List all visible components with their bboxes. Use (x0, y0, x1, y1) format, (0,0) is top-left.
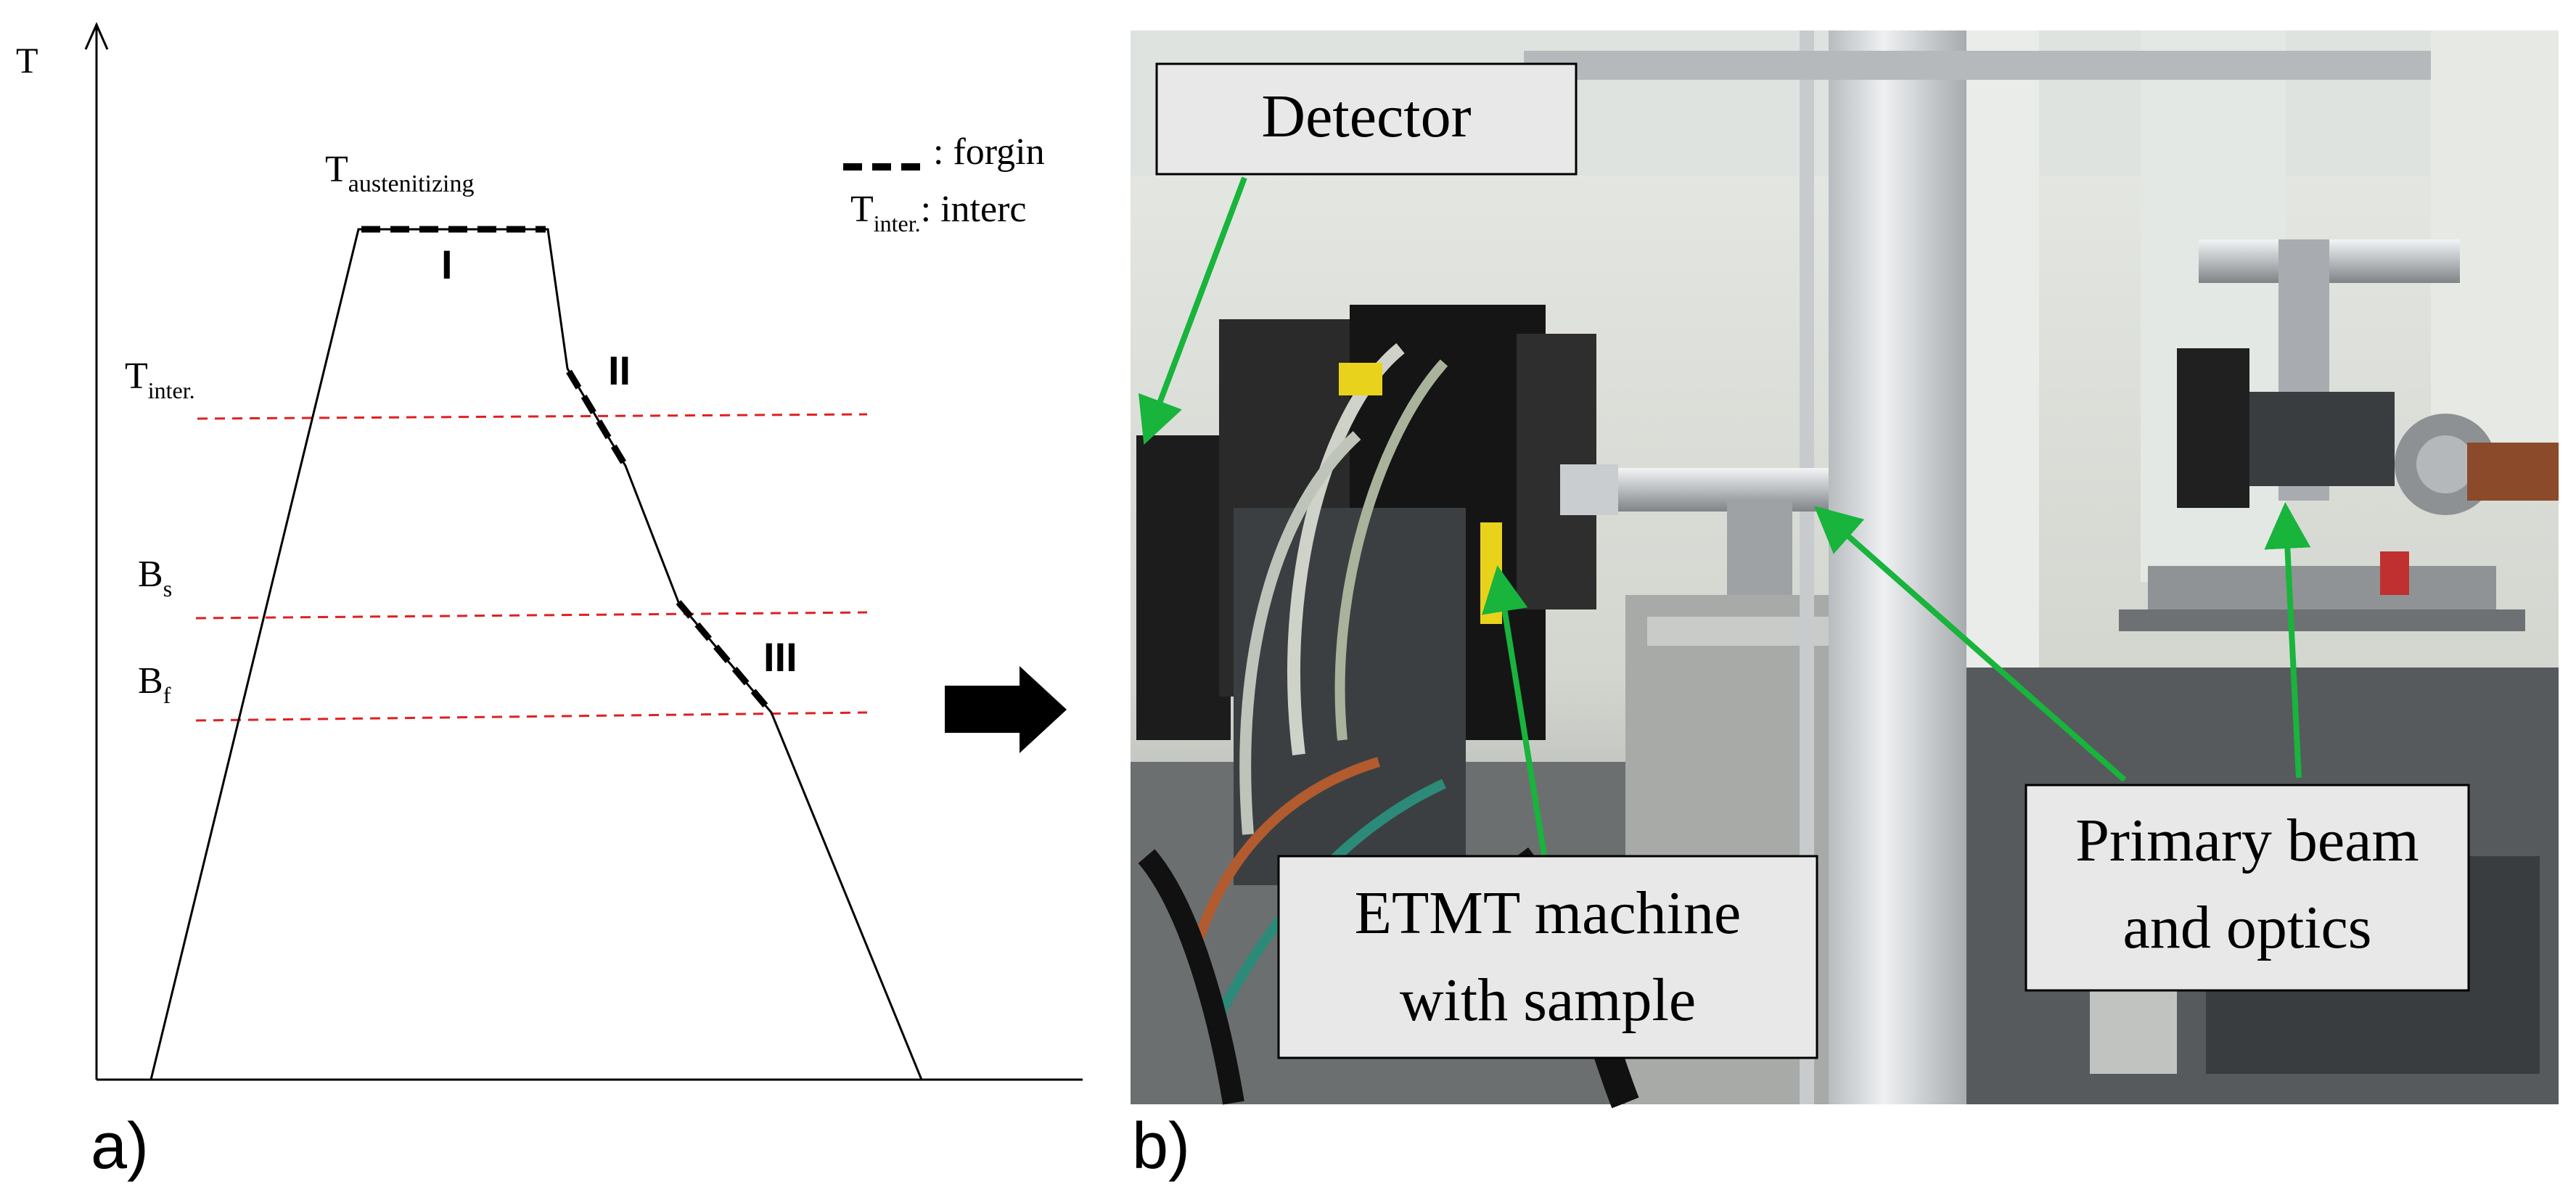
forging-segment-iii (676, 600, 774, 715)
detector-callout: Detector (1155, 62, 1578, 176)
process-curve (149, 228, 923, 1080)
panel-a-diagram: T I II III Taustenitizing Tinter. Bs Bf (16, 22, 1083, 1081)
y-axis-arrowhead (84, 22, 109, 50)
beam-arrow-optics (2264, 502, 2311, 779)
beam-label-line2: and optics (2123, 894, 2372, 961)
etmt-callout: ETMT machine with sample (1277, 855, 1818, 1059)
bf-label: Bf (138, 660, 171, 708)
t-inter-label: Tinter. (125, 356, 195, 403)
detector-arrow (1138, 176, 1247, 445)
forging-segment-ii (566, 369, 628, 468)
y-axis-label: T (16, 40, 38, 81)
segment-label-i: I (441, 242, 453, 287)
panel-b-label: b) (1132, 1110, 1190, 1183)
beam-arrow-tube (1814, 506, 2127, 782)
bs-line (195, 611, 868, 620)
segment-label-iii: III (763, 634, 797, 680)
austenitizing-label: Taustenitizing (325, 149, 475, 197)
detector-label: Detector (1261, 83, 1471, 150)
bf-line (195, 711, 868, 722)
legend-forging-label: : forgin (933, 131, 1045, 173)
right-arrow-icon (945, 666, 1067, 753)
beam-callout: Primary beam and optics (2025, 784, 2470, 992)
beam-label-line1: Primary beam (2075, 807, 2419, 874)
etmt-arrow (1482, 565, 1547, 855)
t-inter-line (197, 413, 868, 420)
annotation-arrows (1138, 176, 2311, 855)
etmt-label-line1: ETMT machine (1355, 879, 1742, 947)
segment-label-ii: II (608, 348, 631, 393)
legend-inter-label: Tinter.: interc (850, 189, 1026, 237)
panel-a-label: a) (91, 1110, 149, 1183)
etmt-label-line2: with sample (1400, 966, 1696, 1034)
bs-label: Bs (138, 554, 172, 601)
